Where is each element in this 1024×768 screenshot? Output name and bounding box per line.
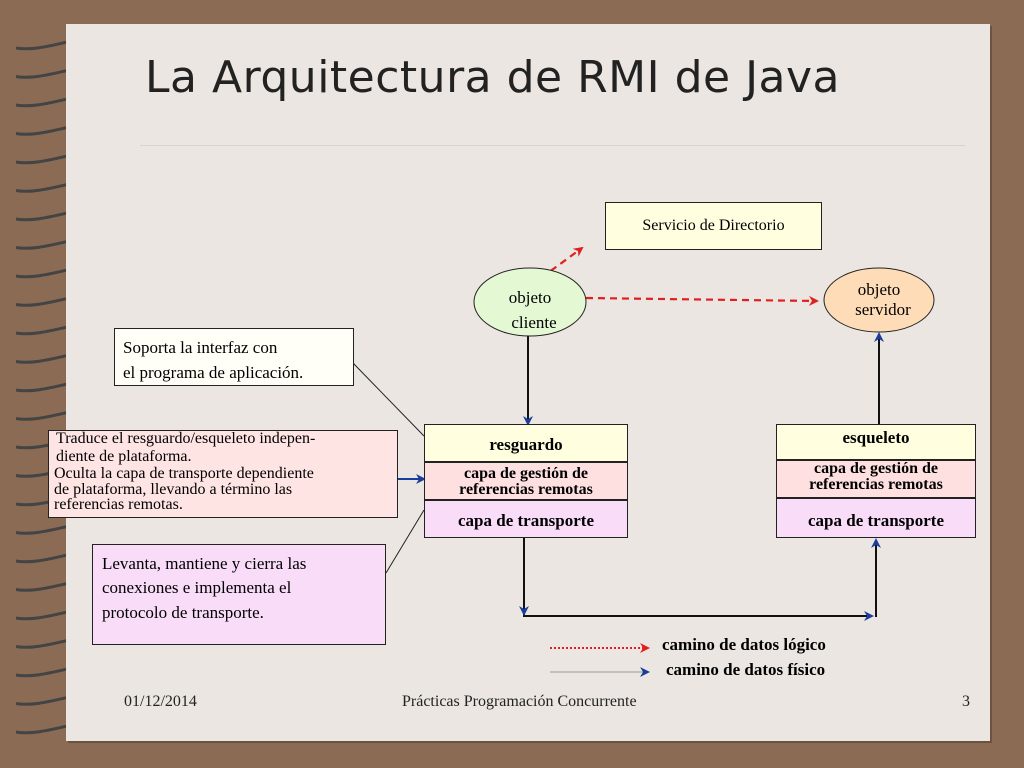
stub-note-box bbox=[48, 430, 398, 518]
legend-physical-label: camino de datos físico bbox=[666, 660, 826, 679]
client-ref-layer-label-1: capa de gestión de bbox=[464, 465, 588, 482]
transport-note-pointer bbox=[385, 509, 425, 574]
stub-note-line-1: Traduce el resguardo/esqueleto indepen- bbox=[56, 430, 316, 447]
client-ref-layer-label-2: referencias remotas bbox=[459, 481, 593, 498]
interface-note-line-1: Soporta la interfaz con bbox=[123, 338, 278, 357]
client-to-directory-arrow bbox=[540, 246, 584, 279]
client-stub-label: resguardo bbox=[489, 435, 563, 454]
server-object-label-1: objeto bbox=[857, 280, 901, 299]
interface-note-pointer bbox=[352, 362, 425, 437]
client-object-label-1: objeto bbox=[508, 288, 552, 307]
legend-logical-label: camino de datos lógico bbox=[662, 635, 826, 654]
server-ref-layer-box bbox=[776, 460, 976, 498]
footer-course: Prácticas Programación Concurrente bbox=[402, 693, 637, 710]
client-object-ellipse bbox=[473, 267, 587, 337]
transport-note-line-1: Levanta, mantiene y cierra las bbox=[102, 554, 307, 573]
stub-note-line-2: diente de plataforma. bbox=[56, 448, 192, 465]
server-object-label-2: servidor bbox=[855, 300, 911, 319]
server-skeleton-label: esqueleto bbox=[842, 428, 910, 447]
stub-note-line-5: referencias remotas. bbox=[54, 496, 183, 513]
transport-note-box bbox=[92, 544, 386, 645]
transport-note-line-3: protocolo de transporte. bbox=[102, 603, 264, 622]
transport-note-line-2: conexiones e implementa el bbox=[102, 578, 292, 597]
client-object-label-2: cliente bbox=[511, 313, 557, 332]
stub-note-line-4: de plataforma, llevando a término las bbox=[54, 481, 293, 498]
client-transport-box bbox=[424, 500, 628, 538]
server-object-ellipse bbox=[823, 267, 935, 333]
footer-page-number: 3 bbox=[962, 693, 970, 710]
stub-note-line-3: Oculta la capa de transporte dependiente bbox=[54, 465, 314, 482]
client-stub-box bbox=[424, 424, 628, 462]
server-transport-box bbox=[776, 498, 976, 538]
slide-title: La Arquitectura de RMI de Java bbox=[145, 52, 841, 103]
server-skeleton-box bbox=[776, 424, 976, 460]
transport-path-arrow bbox=[523, 538, 874, 621]
client-ref-layer-box bbox=[424, 462, 628, 500]
client-transport-label: capa de transporte bbox=[458, 511, 594, 530]
server-ref-layer-label-2: referencias remotas bbox=[809, 476, 943, 493]
directory-service-label: Servicio de Directorio bbox=[642, 217, 785, 234]
server-transport-label: capa de transporte bbox=[808, 511, 944, 530]
server-ref-layer-label-1: capa de gestión de bbox=[814, 460, 938, 477]
directory-service-box bbox=[605, 202, 822, 250]
title-divider bbox=[140, 145, 965, 146]
interface-note-box bbox=[114, 328, 354, 386]
client-to-server-arrow bbox=[585, 295, 819, 306]
footer-date: 01/12/2014 bbox=[124, 693, 197, 710]
interface-note-line-2: el programa de aplicación. bbox=[123, 363, 304, 382]
